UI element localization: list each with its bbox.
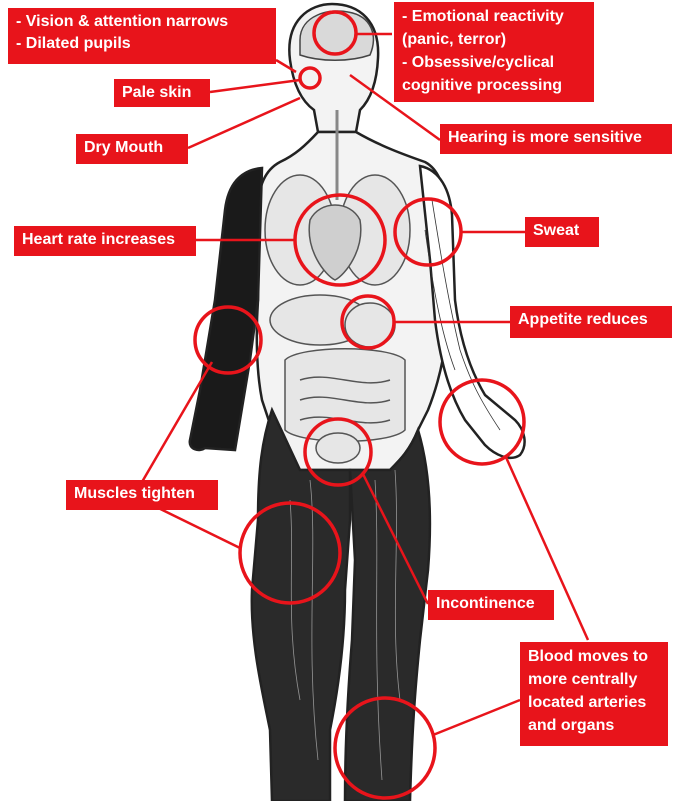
label-vision-line-2: - Dilated pupils	[16, 33, 268, 55]
label-blood: Blood moves to more centrally located ar…	[520, 642, 668, 746]
label-appetite-text: Appetite reduces	[518, 311, 648, 328]
label-blood-line-1: Blood moves to	[528, 645, 660, 668]
label-pale-skin: Pale skin	[114, 79, 210, 107]
label-muscles-text: Muscles tighten	[74, 485, 195, 502]
label-hearing: Hearing is more sensitive	[440, 124, 672, 154]
label-heart-rate: Heart rate increases	[14, 226, 196, 256]
label-incontinence: Incontinence	[428, 590, 554, 620]
label-sweat: Sweat	[525, 217, 599, 247]
label-heart-rate-text: Heart rate increases	[22, 231, 175, 248]
label-blood-line-3: located arteries	[528, 691, 660, 714]
label-dry-mouth: Dry Mouth	[76, 134, 188, 164]
label-incontinence-text: Incontinence	[436, 595, 535, 612]
label-sweat-text: Sweat	[533, 222, 579, 239]
label-pale-skin-text: Pale skin	[122, 84, 191, 101]
label-vision-line-1: - Vision & attention narrows	[16, 11, 268, 33]
label-emotional: - Emotional reactivity (panic, terror) -…	[394, 2, 594, 102]
label-dry-mouth-text: Dry Mouth	[84, 139, 163, 156]
label-muscles: Muscles tighten	[66, 480, 218, 510]
label-blood-line-4: and organs	[528, 714, 660, 737]
label-appetite: Appetite reduces	[510, 306, 672, 338]
label-emotional-line-4: cognitive processing	[402, 74, 586, 97]
label-emotional-line-2: (panic, terror)	[402, 28, 586, 51]
label-vision: - Vision & attention narrows - Dilated p…	[8, 8, 276, 64]
label-emotional-line-1: - Emotional reactivity	[402, 5, 586, 28]
label-hearing-text: Hearing is more sensitive	[448, 129, 642, 146]
label-blood-line-2: more centrally	[528, 668, 660, 691]
label-emotional-line-3: - Obsessive/cyclical	[402, 51, 586, 74]
